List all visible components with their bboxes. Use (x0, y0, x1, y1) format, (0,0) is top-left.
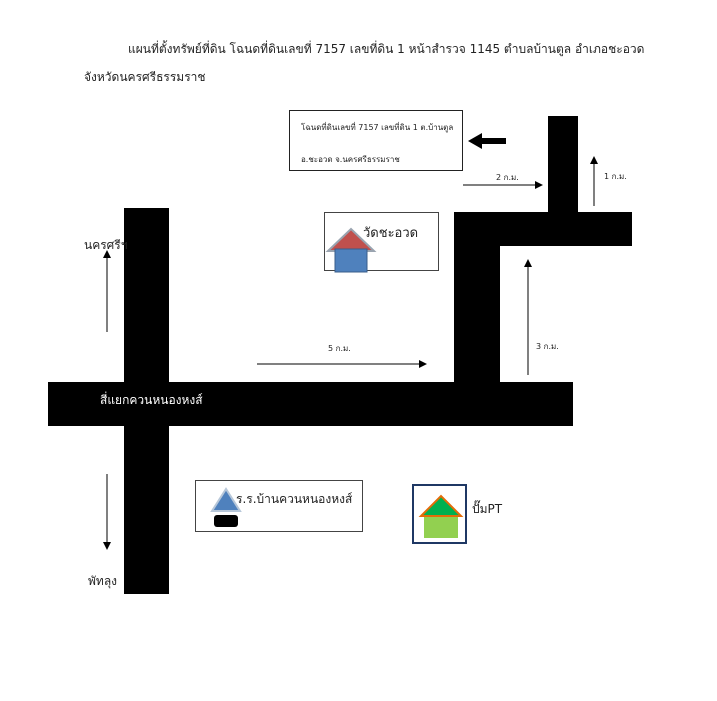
parcel-box: โฉนดที่ดินเลขที่ 7157 เลขที่ดิน 1 ต.บ้าน… (289, 110, 463, 171)
road-upper-east-west (454, 212, 632, 246)
distance-3km-label: 3 ก.ม. (536, 342, 559, 351)
school-label: ร.ร.บ้านควนหนองหงส์ (236, 492, 353, 506)
gas-station-label: ปั๊มPT (472, 502, 503, 516)
arrow-east-5km-icon (257, 360, 427, 368)
arrow-north-3km-icon (524, 259, 532, 375)
temple-landmark: วัดชะอวด (324, 212, 439, 273)
arrow-north-icon (103, 250, 111, 332)
temple-icon (325, 227, 377, 273)
map-title: แผนที่ตั้งทรัพย์ที่ดิน โฉนดที่ดินเลขที่ … (128, 42, 645, 56)
temple-label: วัดชะอวด (363, 226, 419, 241)
parcel-line-1: โฉนดที่ดินเลขที่ 7157 เลขที่ดิน 1 ต.บ้าน… (301, 123, 454, 132)
arrow-east-2km-icon (463, 181, 543, 189)
school-landmark: ร.ร.บ้านควนหนองหงส์ (195, 480, 363, 532)
junction-label: สี่แยกควนหนองหงส์ (100, 393, 203, 407)
arrow-south-icon (103, 474, 111, 550)
south-destination-label: พัทลุง (88, 574, 118, 588)
map-subtitle: จังหวัดนครศรีธรรมราช (84, 70, 206, 84)
parcel-line-2: อ.ชะอวด จ.นครศรีธรรมราช (301, 155, 400, 164)
north-destination-label: นครศรีฯ (84, 238, 128, 252)
road-east-west (48, 382, 573, 426)
road-top-north (548, 116, 578, 216)
pointer-arrow-icon (468, 133, 506, 149)
arrow-north-1km-icon (590, 156, 598, 206)
distance-2km-label: 2 ก.ม. (496, 173, 519, 182)
gas-station-icon (418, 494, 464, 538)
distance-5km-label: 5 ก.ม. (328, 344, 351, 353)
distance-1km-label: 1 ก.ม. (604, 172, 627, 181)
gas-station-landmark (412, 484, 467, 544)
school-icon (210, 487, 242, 527)
